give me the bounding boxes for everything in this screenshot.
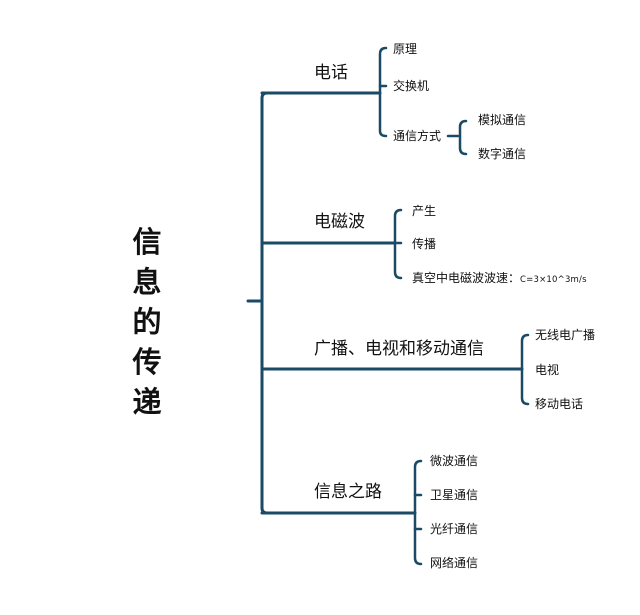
node-network-comm: 网络通信	[430, 556, 479, 570]
node-wave-speed: 真空中电磁波波速：C=3×10^3m/s	[412, 272, 587, 285]
bracket-telephone	[378, 46, 388, 138]
node-satellite-comm: 卫星通信	[430, 488, 479, 502]
root-title: 信 息 的 传 递	[130, 222, 164, 422]
branch-broadcast: 广播、电视和移动通信	[314, 339, 484, 359]
root-char: 传	[132, 345, 162, 379]
node-television: 电视	[535, 363, 560, 377]
branch-info-road: 信息之路	[314, 482, 382, 502]
root-char: 信	[132, 225, 162, 259]
root-char: 息	[132, 265, 162, 299]
branch-em-wave: 电磁波	[314, 212, 365, 232]
node-analog-comm: 模拟通信	[478, 113, 527, 127]
root-char: 的	[132, 305, 162, 339]
node-propagation: 传播	[412, 237, 437, 251]
node-radio-broadcast: 无线电广播	[535, 328, 596, 342]
node-comm-mode: 通信方式	[393, 129, 442, 143]
node-microwave-comm: 微波通信	[430, 454, 479, 468]
bracket-info-road	[413, 459, 423, 566]
node-switchboard: 交换机	[393, 79, 430, 93]
bracket-broadcast	[520, 333, 530, 406]
main-trunk	[260, 91, 269, 515]
node-fiber-comm: 光纤通信	[430, 522, 479, 536]
node-digital-comm: 数字通信	[478, 147, 527, 161]
node-generation: 产生	[412, 204, 437, 218]
wave-speed-label: 真空中电磁波波速：	[412, 271, 521, 285]
root-char: 递	[132, 385, 162, 419]
node-mobile-phone: 移动电话	[535, 397, 584, 411]
wave-speed-formula: C=3×10^3m/s	[520, 275, 587, 285]
branch-telephone: 电话	[314, 63, 348, 83]
node-principle: 原理	[393, 42, 418, 56]
